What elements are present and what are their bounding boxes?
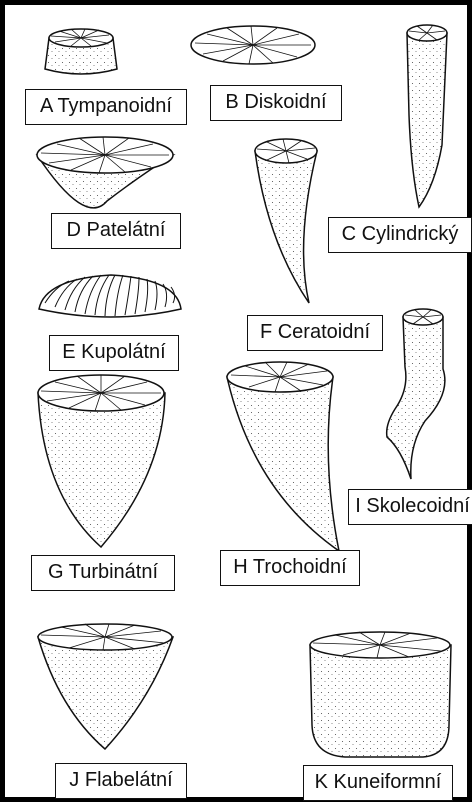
ceratoid-coral-drawing	[255, 139, 317, 303]
coral-drawings	[5, 5, 472, 807]
tympanoid-coral-drawing	[45, 29, 117, 74]
cuneiform-coral-drawing	[310, 632, 451, 757]
discoid-coral-drawing	[191, 26, 315, 64]
label-ceratoid: F Ceratoidní	[247, 315, 383, 351]
label-flabellate: J Flabelátní	[55, 763, 187, 799]
turbinate-coral-drawing	[38, 375, 165, 547]
label-scolecoid: I Skolecoidní	[348, 489, 472, 525]
label-cylindrical: C Cylindrický	[328, 217, 472, 253]
label-discoid: B Diskoidní	[210, 85, 342, 121]
trochoid-coral-drawing	[227, 362, 339, 551]
label-trochoid: H Trochoidní	[220, 550, 360, 586]
flabellate-coral-drawing	[38, 624, 173, 749]
label-cuneiform: K Kuneiformní	[303, 765, 453, 801]
label-cupolate: E Kupolátní	[49, 335, 179, 371]
cupolate-coral-drawing	[39, 275, 181, 317]
label-patellate: D Patelátní	[51, 213, 181, 249]
patellate-coral-drawing	[37, 137, 173, 208]
label-tympanoid: A Tympanoidní	[25, 89, 187, 125]
scolecoid-coral-drawing	[387, 309, 445, 479]
label-turbinate: G Turbinátní	[31, 555, 175, 591]
cylindrical-coral-drawing	[407, 25, 447, 207]
